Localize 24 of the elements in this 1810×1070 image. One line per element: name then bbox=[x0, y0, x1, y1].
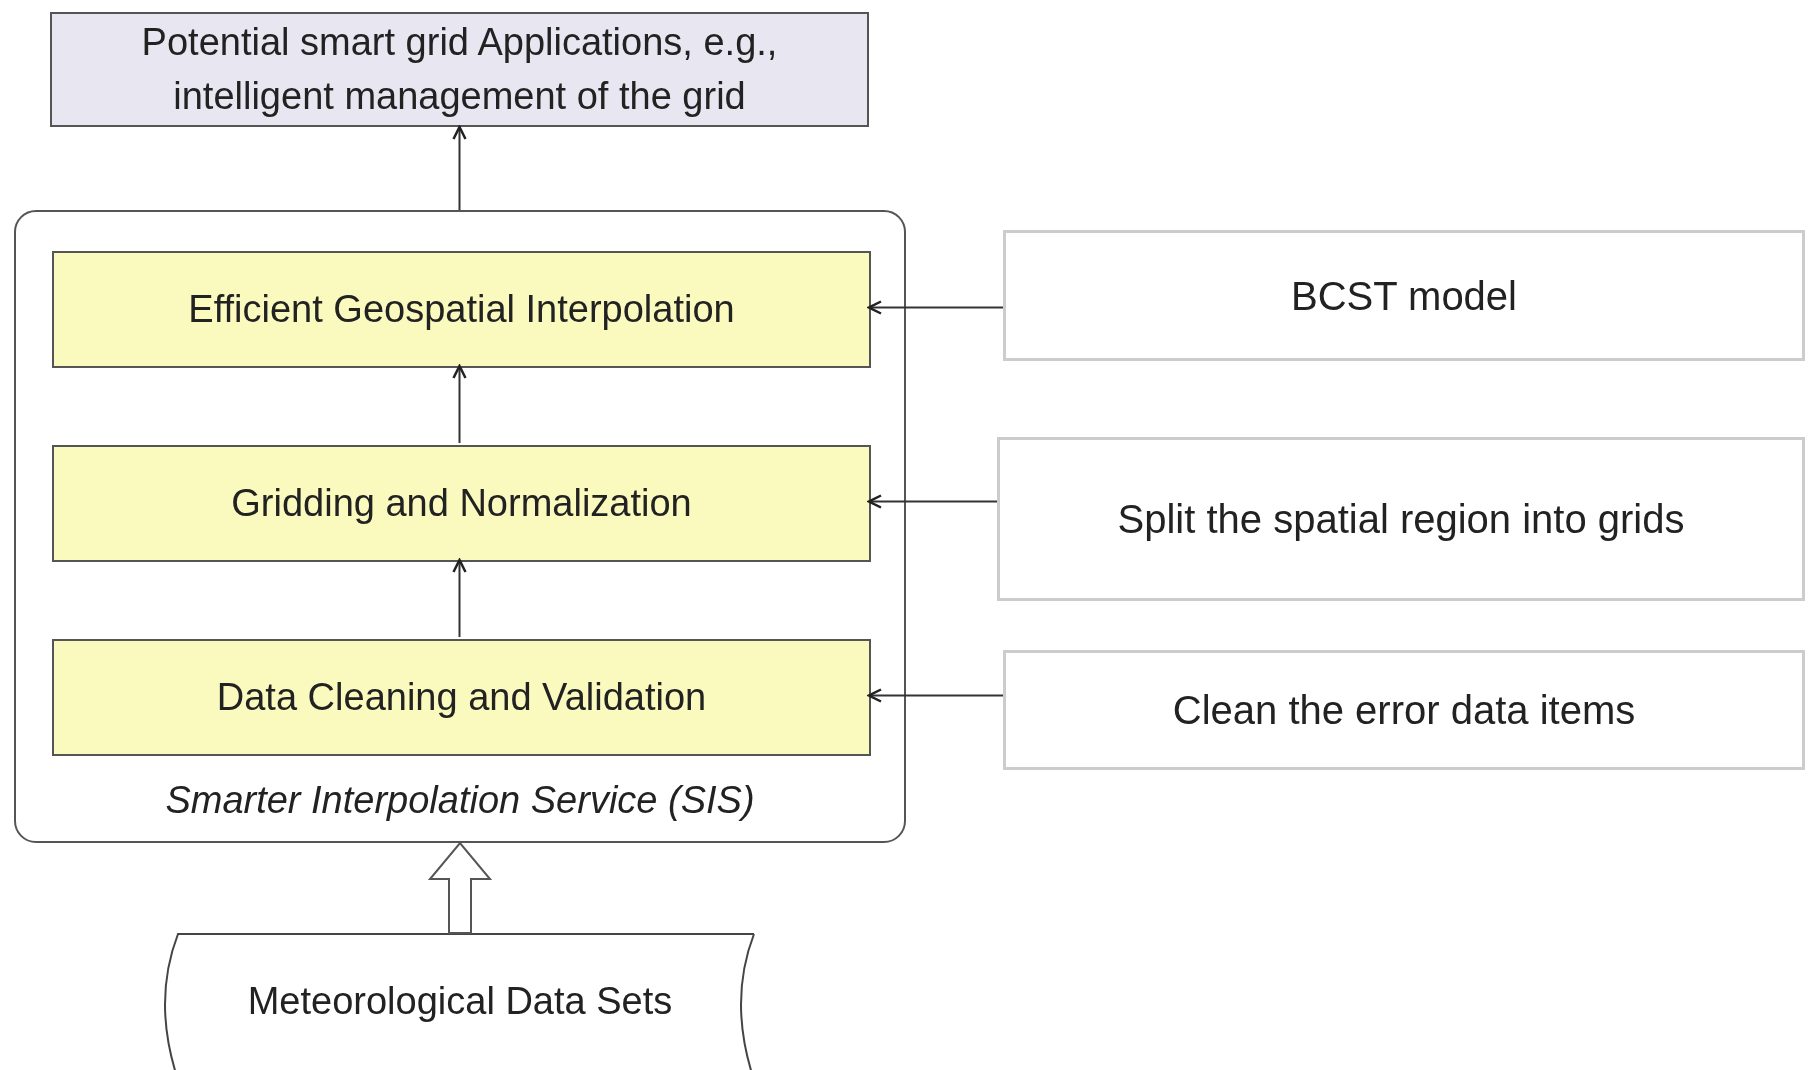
node-label: Efficient Geospatial Interpolation bbox=[188, 286, 735, 332]
node-label: Clean the error data items bbox=[1172, 687, 1636, 734]
block-arrow bbox=[427, 841, 493, 934]
arrow bbox=[452, 558, 467, 638]
node-label: Data Cleaning and Validation bbox=[216, 674, 707, 720]
service-container bbox=[14, 210, 906, 843]
process-box bbox=[52, 445, 871, 562]
node-label: Split the spatial region into grids bbox=[1117, 496, 1685, 543]
note-box bbox=[1003, 650, 1805, 770]
node-label: Meteorological Data Sets bbox=[247, 978, 673, 1024]
arrow bbox=[867, 688, 1004, 703]
arrow bbox=[867, 300, 1004, 315]
process-box bbox=[52, 251, 871, 368]
arrow bbox=[452, 125, 467, 211]
node-label: BCST model bbox=[1291, 272, 1517, 320]
arrow bbox=[452, 364, 467, 444]
node-label: Potential smart grid Applications, e.g., intelligent management of the grid bbox=[140, 20, 779, 119]
note-box bbox=[1003, 230, 1805, 361]
node-label: Gridding and Normalization bbox=[231, 480, 692, 526]
application-box bbox=[50, 12, 869, 127]
note-box bbox=[997, 437, 1805, 601]
process-box bbox=[52, 639, 871, 756]
arrow bbox=[867, 494, 998, 509]
container-caption: Smarter Interpolation Service (SIS) bbox=[164, 778, 756, 823]
